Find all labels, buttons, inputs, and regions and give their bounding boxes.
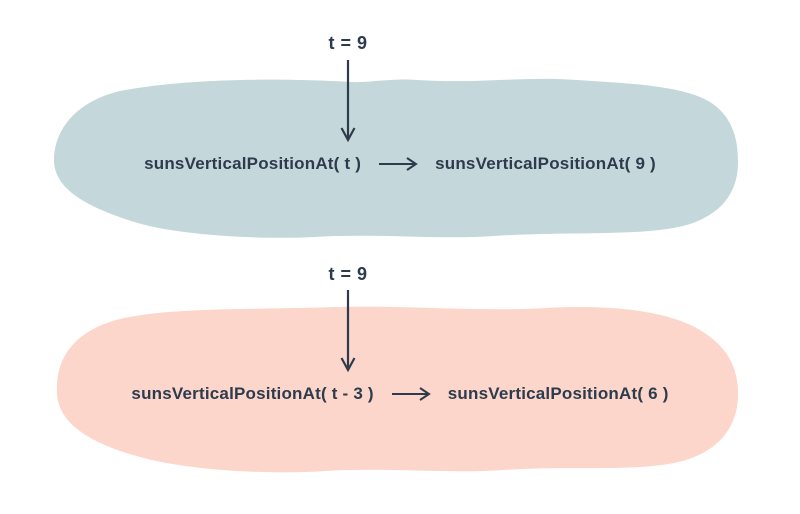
- substitution-label: t = 9: [328, 33, 368, 53]
- expression-row: sunsVerticalPositionAt( t ) sunsVertical…: [0, 152, 800, 176]
- expression-lhs: sunsVerticalPositionAt( t ): [144, 154, 362, 173]
- substitution-label: t = 9: [328, 264, 368, 284]
- blob-teal: [53, 78, 738, 238]
- expression-row: sunsVerticalPositionAt( t - 3 ) sunsVert…: [0, 382, 800, 406]
- down-arrow-icon: [340, 290, 356, 373]
- expression-rhs: sunsVerticalPositionAt( 9 ): [435, 154, 656, 173]
- down-arrow-icon: [340, 60, 356, 143]
- blob-salmon-shape: [56, 306, 738, 473]
- expression-lhs: sunsVerticalPositionAt( t - 3 ): [131, 384, 374, 403]
- expression-rhs: sunsVerticalPositionAt( 6 ): [447, 384, 669, 403]
- right-arrow-icon: [379, 157, 418, 171]
- blob-teal-shape: [53, 78, 738, 238]
- right-arrow-icon: [391, 387, 431, 401]
- blob-salmon: [56, 306, 738, 473]
